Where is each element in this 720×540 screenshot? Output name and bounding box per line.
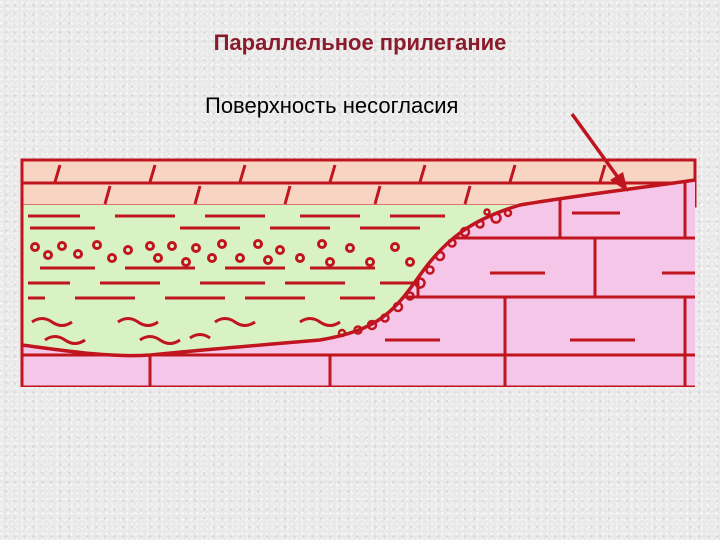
diagram-title: Параллельное прилегание: [213, 30, 507, 55]
top-layer-bricks: [22, 164, 695, 205]
sediment-pattern: [28, 214, 445, 345]
pointer-arrow: [570, 112, 628, 192]
basement-dashes: [385, 211, 695, 342]
unconformity-surface: [21, 178, 696, 358]
unconformity-label: Поверхность несогласия: [205, 93, 459, 118]
basement-rock: [22, 180, 695, 387]
